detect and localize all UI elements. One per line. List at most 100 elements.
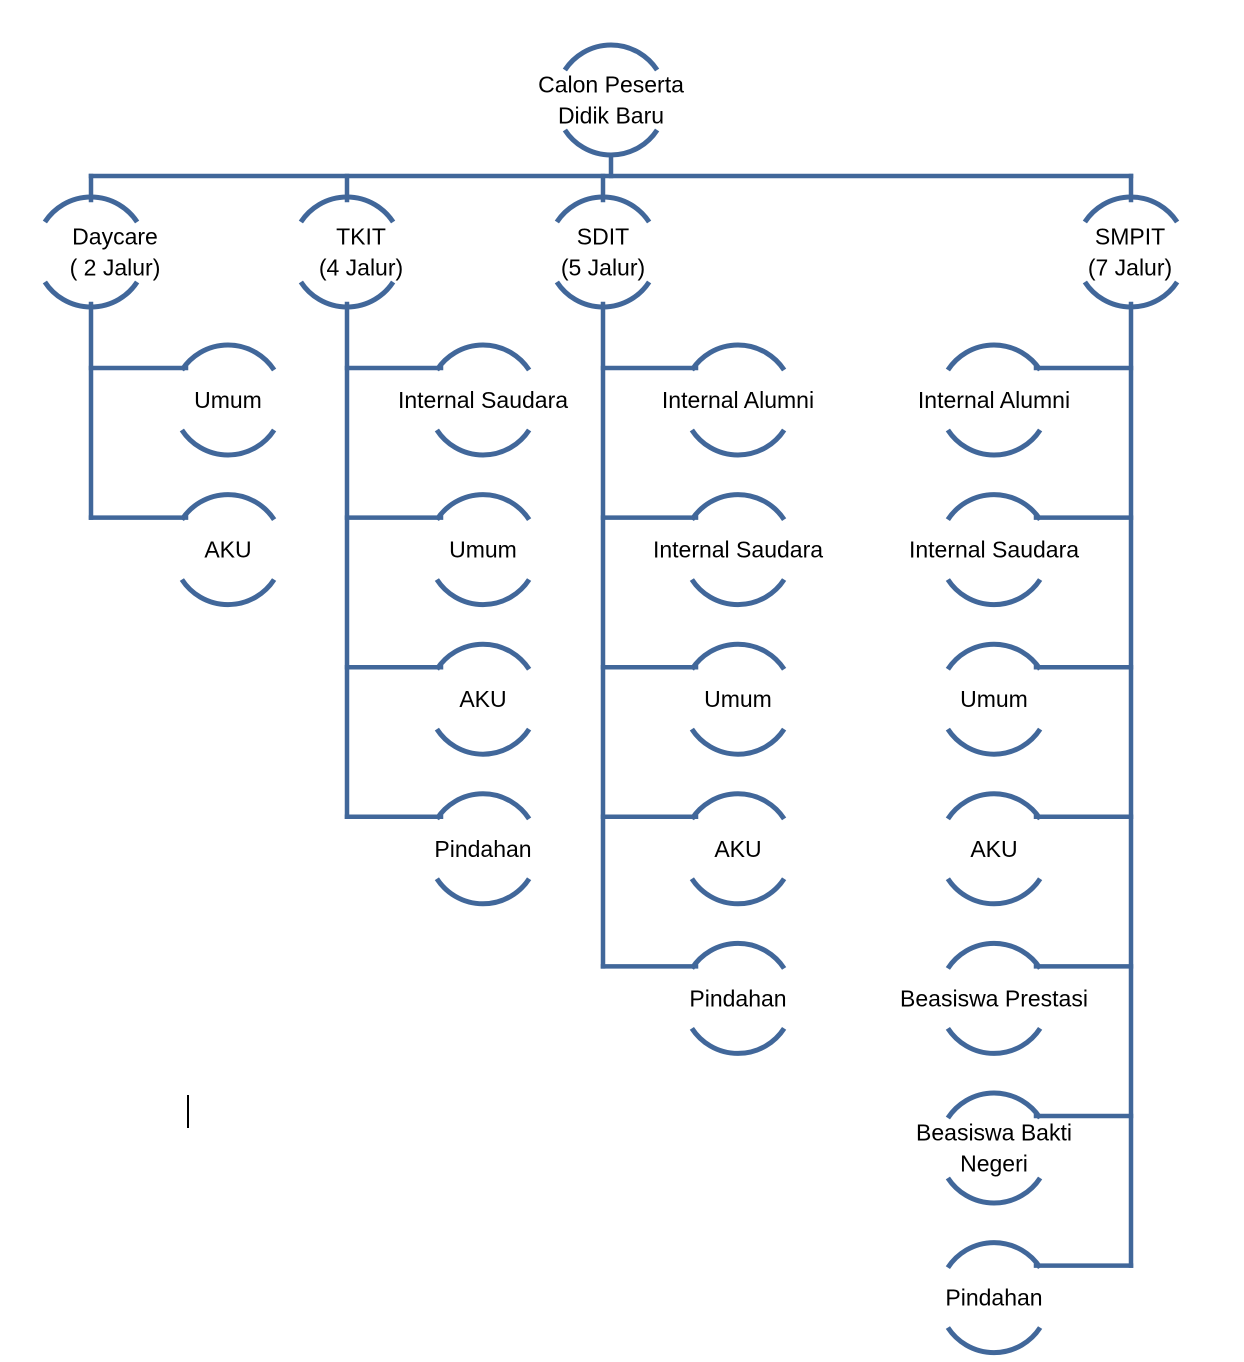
node-top-arc [689,492,787,522]
node-label: Internal Saudara [909,537,1079,563]
node-bottom-arc [434,877,532,907]
node-bottom-arc [179,578,277,608]
node-bottom-arc [945,1026,1043,1056]
node-label: SDIT [577,224,629,250]
node-top-arc [945,791,1043,821]
node-label: Beasiswa Bakti [916,1120,1072,1146]
branch-node-smpit[interactable]: SMPIT (7 Jalur) [1082,194,1180,310]
node-bottom-arc [945,1326,1043,1356]
node-top-arc [434,641,532,671]
child-node-smpit-1[interactable]: Internal Saudara [909,492,1079,608]
node-label: SMPIT [1095,224,1165,250]
node-label: (4 Jalur) [319,255,403,281]
node-label: (5 Jalur) [561,255,645,281]
node-bottom-arc [689,727,787,757]
node-label: Beasiswa Prestasi [900,985,1088,1011]
node-top-arc [179,492,277,522]
node-top-arc [945,492,1043,522]
child-node-smpit-2[interactable]: Umum [945,641,1043,757]
node-label: AKU [204,537,251,563]
connectors [88,153,1134,1268]
node-label: AKU [459,686,506,712]
node-top-arc [434,791,532,821]
branch-node-sdit[interactable]: SDIT (5 Jalur) [554,194,652,310]
node-label: Didik Baru [558,103,664,129]
node-top-arc [562,42,660,72]
node-bottom-arc [945,877,1043,907]
node-top-arc [434,492,532,522]
child-node-sdit-1[interactable]: Internal Saudara [653,492,823,608]
node-label: Pindahan [689,985,786,1011]
node-label: AKU [714,836,761,862]
node-label: Negeri [960,1151,1028,1177]
child-node-daycare-1[interactable]: AKU [179,492,277,608]
node-label: Internal Saudara [653,537,823,563]
node-bottom-arc [689,428,787,458]
node-top-arc [298,194,396,224]
node-top-arc [689,940,787,970]
node-label: Umum [194,387,262,413]
child-node-smpit-6[interactable]: Pindahan [945,1240,1043,1356]
node-label: Internal Saudara [398,387,568,413]
node-bottom-arc [298,280,396,310]
child-node-sdit-3[interactable]: AKU [689,791,787,907]
node-label: Internal Alumni [662,387,814,413]
node-top-arc [945,1240,1043,1270]
node-bottom-arc [945,1176,1043,1206]
node-top-arc [179,342,277,372]
node-top-arc [945,641,1043,671]
node-label: ( 2 Jalur) [70,255,161,281]
child-node-smpit-0[interactable]: Internal Alumni [918,342,1070,458]
child-node-smpit-4[interactable]: Beasiswa Prestasi [900,940,1088,1056]
node-label: Pindahan [434,836,531,862]
node-bottom-arc [434,727,532,757]
node-top-arc [689,641,787,671]
branch-node-daycare[interactable]: Daycare ( 2 Jalur) [42,194,161,310]
node-bottom-arc [945,578,1043,608]
node-bottom-arc [554,280,652,310]
node-top-arc [554,194,652,224]
node-top-arc [945,342,1043,372]
child-node-tkit-2[interactable]: AKU [434,641,532,757]
node-label: Umum [449,537,517,563]
child-node-smpit-3[interactable]: AKU [945,791,1043,907]
node-bottom-arc [179,428,277,458]
child-node-tkit-0[interactable]: Internal Saudara [398,342,568,458]
node-label: Internal Alumni [918,387,1070,413]
node-top-arc [689,342,787,372]
node-bottom-arc [689,877,787,907]
node-bottom-arc [945,428,1043,458]
node-bottom-arc [689,1026,787,1056]
child-node-sdit-0[interactable]: Internal Alumni [662,342,814,458]
child-node-tkit-3[interactable]: Pindahan [434,791,532,907]
branch-node-tkit[interactable]: TKIT (4 Jalur) [298,194,403,310]
node-label: AKU [970,836,1017,862]
node-label: Pindahan [945,1285,1042,1311]
node-bottom-arc [42,280,140,310]
node-label: Calon Peserta [538,72,684,98]
node-label: (7 Jalur) [1088,255,1172,281]
node-top-arc [945,940,1043,970]
node-bottom-arc [562,128,660,158]
node-bottom-arc [434,578,532,608]
node-bottom-arc [1082,280,1180,310]
node-bottom-arc [689,578,787,608]
node-top-arc [945,1090,1043,1120]
child-node-sdit-4[interactable]: Pindahan [689,940,787,1056]
child-node-tkit-1[interactable]: Umum [434,492,532,608]
child-node-daycare-0[interactable]: Umum [179,342,277,458]
node-top-arc [689,791,787,821]
node-top-arc [1082,194,1180,224]
child-node-sdit-2[interactable]: Umum [689,641,787,757]
node-label: Umum [704,686,772,712]
node-label: TKIT [336,224,386,250]
node-bottom-arc [945,727,1043,757]
node-top-arc [42,194,140,224]
node-label: Daycare [72,224,158,250]
node-label: Umum [960,686,1028,712]
text-cursor [187,1095,189,1128]
